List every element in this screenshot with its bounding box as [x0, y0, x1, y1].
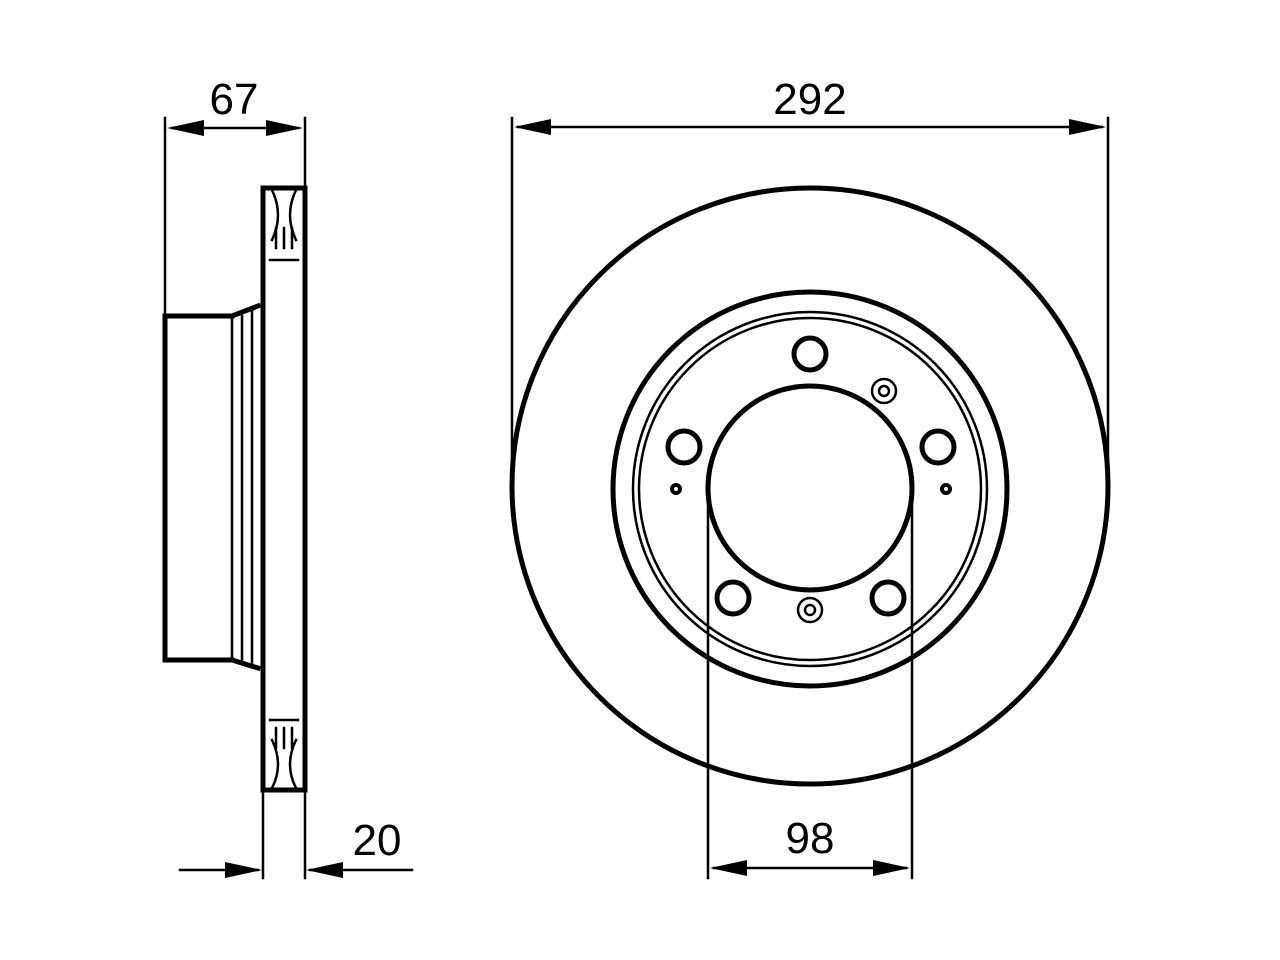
- outer-diameter-label: 292: [773, 75, 846, 124]
- hat-inner-ring-2: [637, 316, 983, 662]
- disc-thickness-label: 20: [353, 816, 402, 865]
- arrowhead-left: [514, 119, 551, 135]
- hat-inner-ring-1: [631, 310, 989, 668]
- pin-hole: [670, 483, 682, 495]
- threaded-hole: [796, 596, 824, 624]
- bolt-hole: [791, 335, 829, 373]
- hub-height-label: 67: [210, 75, 259, 124]
- hat-outer-ring: [610, 289, 1010, 689]
- arrowhead-right: [873, 860, 910, 876]
- dimension-hub-height: 67: [163, 75, 307, 318]
- arrowhead-left: [225, 862, 262, 878]
- locating-holes: [670, 377, 952, 624]
- outer-disc-edge: [509, 185, 1111, 787]
- side-view: 67 20: [162, 75, 414, 880]
- dimension-centre-bore: 98: [706, 486, 914, 880]
- cooling-vent-top: [270, 188, 298, 250]
- arrowhead-left: [710, 860, 747, 876]
- centre-bore: [705, 383, 915, 593]
- pin-hole: [940, 483, 952, 495]
- centre-bore-label: 98: [786, 814, 835, 863]
- arrowhead-right: [266, 120, 303, 136]
- front-view: 292 98: [509, 75, 1111, 880]
- threaded-hole: [803, 603, 817, 617]
- dimension-disc-thickness: 20: [178, 788, 414, 880]
- hub-section: [162, 302, 262, 672]
- dimension-outer-diameter: 292: [510, 75, 1110, 488]
- arrowhead-right: [1069, 119, 1106, 135]
- threaded-hole: [870, 377, 898, 405]
- bolt-hole: [714, 579, 752, 617]
- bolt-hole: [869, 579, 907, 617]
- bolt-hole: [665, 428, 703, 466]
- bolt-hole: [919, 428, 957, 466]
- arrowhead-left: [167, 120, 204, 136]
- threaded-hole: [877, 384, 891, 398]
- cooling-vent-bottom: [270, 726, 298, 790]
- bolt-holes: [665, 335, 957, 617]
- arrowhead-right: [306, 862, 343, 878]
- friction-ring: [260, 185, 308, 793]
